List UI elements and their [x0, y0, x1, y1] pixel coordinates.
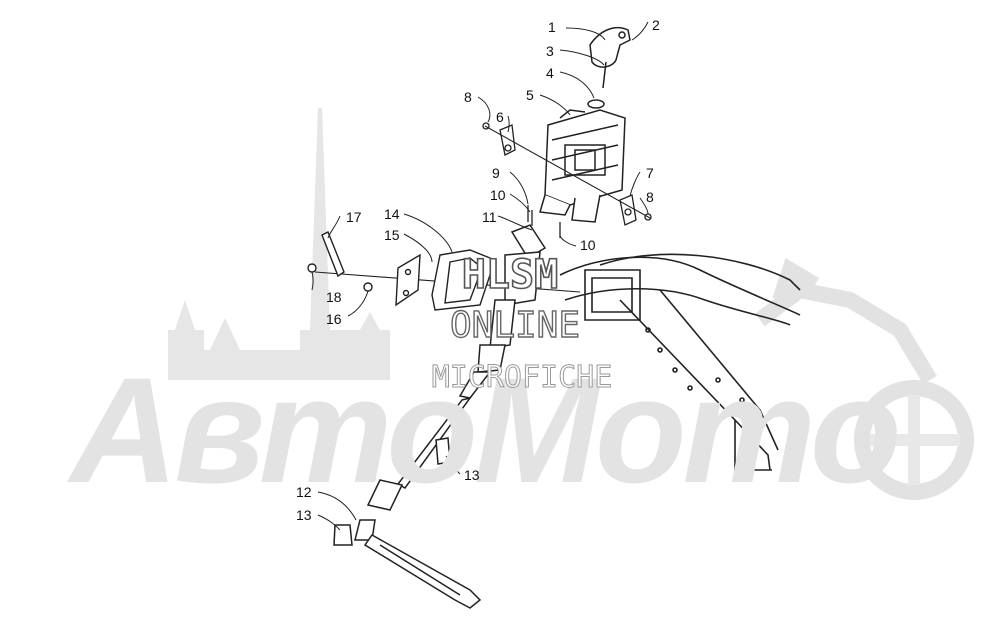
online-watermark: ONLINE: [449, 304, 581, 346]
callout-8-upper: 8: [464, 89, 472, 105]
callout-13-lower: 13: [296, 507, 312, 523]
pins: [527, 205, 561, 238]
callout-15: 15: [384, 227, 400, 243]
callout-2: 2: [652, 17, 660, 33]
city-silhouette-watermark: [168, 108, 390, 380]
callout-11: 11: [482, 209, 497, 225]
callout-8-lower: 8: [646, 189, 654, 205]
leader-lines: [311, 21, 649, 531]
callout-10-upper: 10: [490, 187, 506, 203]
callout-14: 14: [384, 206, 400, 222]
callout-16: 16: [326, 311, 342, 327]
microfiche-watermark: MICROFICHE: [431, 360, 613, 396]
callout-6: 6: [496, 109, 504, 125]
clamps: [482, 122, 652, 226]
callout-7: 7: [646, 165, 654, 181]
callout-10-lower: 10: [580, 237, 596, 253]
callout-5: 5: [526, 87, 534, 103]
mount-bracket: [307, 231, 496, 311]
steering-shaft: [333, 224, 547, 609]
callout-18: 18: [326, 289, 342, 305]
frame-rail: [559, 253, 801, 471]
brand-watermark: АвтоМото: [70, 346, 902, 514]
callout-4: 4: [546, 65, 554, 81]
handlebar-block: [539, 109, 626, 223]
hlsm-watermark: HLSM: [461, 251, 559, 299]
callout-9: 9: [492, 165, 500, 181]
callout-17: 17: [346, 209, 362, 225]
callout-12: 12: [296, 484, 312, 500]
motorcycle-watermark: [755, 258, 974, 500]
handle-cap: [587, 26, 631, 109]
callout-3: 3: [546, 43, 554, 59]
callout-13-upper: 13: [464, 467, 480, 483]
motorcycle-wheel-spokes: [870, 395, 960, 485]
callout-1: 1: [548, 19, 556, 35]
